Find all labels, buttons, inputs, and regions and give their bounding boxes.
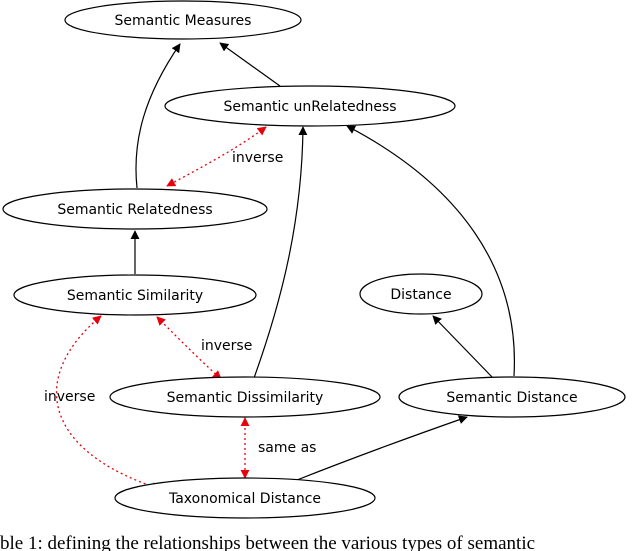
is-a-edges	[130, 42, 516, 481]
node-distance: Distance	[359, 273, 483, 315]
node-semantic-measures: Semantic Measures	[64, 0, 302, 40]
node-label-semantic-dissimilarity: Semantic Dissimilarity	[167, 390, 324, 406]
node-label-semantic-similarity: Semantic Similarity	[67, 288, 203, 304]
edge-semantic-distance-to-unrelatedness	[346, 125, 516, 377]
node-taxonomical-distance: Taxonomical Distance	[114, 477, 376, 519]
semantic-measures-diagram: inverse inverse inverse same as Semantic…	[2, 0, 626, 519]
node-label-semantic-measures: Semantic Measures	[115, 13, 252, 29]
node-semantic-distance: Semantic Distance	[398, 376, 626, 418]
edge-label-inverse-taxonomical: inverse	[44, 389, 95, 405]
edge-label-same-as: same as	[258, 440, 316, 456]
edge-unrelatedness-to-measures	[219, 42, 281, 87]
node-semantic-similarity: Semantic Similarity	[13, 274, 257, 316]
edge-taxonomical-to-semantic-distance	[296, 415, 468, 481]
edge-dissimilarity-to-unrelatedness	[253, 126, 308, 379]
edge-label-inverse-similarity: inverse	[201, 338, 252, 354]
node-semantic-relatedness: Semantic Relatedness	[2, 188, 268, 230]
figure-caption: ble 1: defining the relationships betwee…	[0, 533, 536, 551]
node-label-distance: Distance	[390, 287, 451, 303]
node-label-semantic-relatedness: Semantic Relatedness	[57, 202, 212, 218]
edge-label-inverse-relatedness: inverse	[232, 150, 283, 166]
node-label-semantic-distance: Semantic Distance	[446, 390, 577, 406]
edge-semantic-distance-to-distance	[432, 315, 494, 379]
edge-inverse-similarity-dissimilarity	[156, 316, 222, 380]
relation-edges	[55, 126, 267, 491]
node-label-taxonomical-distance: Taxonomical Distance	[168, 491, 321, 507]
node-semantic-dissimilarity: Semantic Dissimilarity	[109, 376, 381, 418]
edge-relatedness-to-measures	[135, 43, 181, 189]
node-semantic-unrelatedness: Semantic unRelatedness	[164, 85, 456, 127]
node-label-semantic-unrelatedness: Semantic unRelatedness	[223, 99, 396, 115]
